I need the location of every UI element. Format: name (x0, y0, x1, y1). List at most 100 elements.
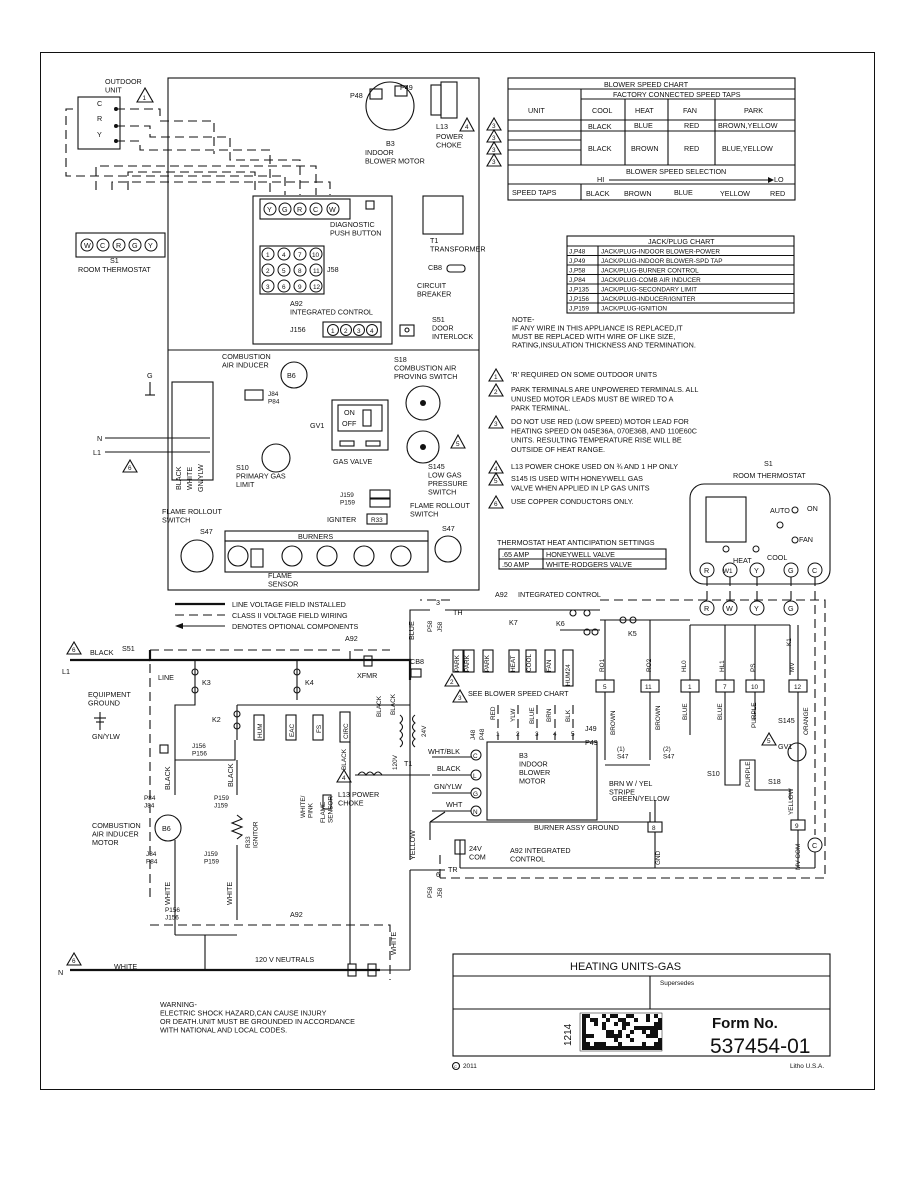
jack-desc: JACK/PLUG-COMB AIR INDUCER (601, 277, 701, 284)
circuit-breaker (446, 264, 466, 273)
svg-text:N: N (97, 434, 102, 443)
diagnostic-push-button[interactable] (365, 200, 375, 210)
svg-text:3: 3 (436, 598, 440, 607)
blower-speed-chart: BLOWER SPEED CHART FACTORY CONNECTED SPE… (486, 77, 796, 201)
svg-text:W: W (84, 241, 91, 250)
svg-text:C: C (100, 241, 105, 250)
svg-text:RO1: RO1 (599, 658, 606, 672)
svg-text:11: 11 (313, 268, 320, 275)
svg-text:A92: A92 (290, 910, 303, 919)
svg-text:BLUE: BLUE (717, 703, 724, 720)
svg-text:'R' REQUIRED ON SOME OUTDOOR U: 'R' REQUIRED ON SOME OUTDOOR UNITS (511, 370, 657, 379)
svg-text:FACTORY CONNECTED SPEED TAPS: FACTORY CONNECTED SPEED TAPS (613, 90, 741, 99)
svg-text:BROWN: BROWN (610, 710, 617, 735)
svg-text:BROWN: BROWN (631, 144, 659, 153)
motor-speed-leads: RED YLW BLUE BRN BLK 1 2 3 4 5 J49 P49 J… (470, 705, 598, 747)
svg-text:3: 3 (492, 123, 496, 130)
svg-text:COOL: COOL (592, 106, 612, 115)
svg-text:GAS VALVE: GAS VALVE (333, 457, 372, 466)
svg-text:BURNER ASSY GROUND: BURNER ASSY GROUND (534, 823, 619, 832)
svg-text:J58: J58 (437, 887, 444, 898)
jack-id: J,P84 (569, 277, 586, 284)
svg-text:BLUE,YELLOW: BLUE,YELLOW (722, 144, 773, 153)
svg-text:1: 1 (143, 95, 147, 102)
svg-text:HEAT: HEAT (635, 106, 654, 115)
svg-text:BLUE: BLUE (674, 188, 693, 197)
svg-text:BLUE: BLUE (529, 707, 536, 724)
svg-text:YLW: YLW (510, 708, 517, 722)
svg-text:L1: L1 (62, 667, 70, 676)
svg-text:RED: RED (770, 189, 785, 198)
heat-anticipation-table: THERMOSTAT HEAT ANTICIPATION SETTINGS .6… (497, 538, 667, 570)
svg-text:GN/YLW: GN/YLW (196, 464, 205, 492)
svg-text:K5: K5 (628, 629, 637, 638)
jack-desc: JACK/PLUG-INDOOR BLOWER-POWER (601, 249, 720, 256)
svg-text:MV COM: MV COM (795, 844, 802, 870)
svg-text:BLACK: BLACK (226, 763, 235, 787)
svg-text:6: 6 (282, 284, 286, 291)
svg-text:INTEGRATED CONTROL: INTEGRATED CONTROL (518, 590, 601, 599)
svg-text:K2: K2 (212, 715, 221, 724)
svg-text:6: 6 (72, 647, 76, 654)
svg-text:1: 1 (496, 731, 500, 738)
jack-desc: JACK/PLUG-INDUCER/IGNITER (601, 296, 696, 303)
svg-text:W: W (329, 205, 336, 214)
svg-text:HI: HI (597, 175, 604, 184)
svg-text:8: 8 (298, 268, 302, 275)
svg-text:W1: W1 (723, 568, 733, 575)
svg-text:BLACK: BLACK (586, 189, 610, 198)
footnote-1: 1'R' REQUIRED ON SOME OUTDOOR UNITS (488, 367, 657, 382)
svg-text:BURNERS: BURNERS (298, 532, 333, 541)
svg-text:BLACK: BLACK (588, 122, 612, 131)
svg-text:PARK: PARK (454, 654, 461, 672)
jack-id: J,P159 (569, 306, 589, 313)
svg-text:5: 5 (456, 441, 460, 448)
svg-text:HEAT: HEAT (733, 556, 752, 565)
svg-text:1: 1 (331, 328, 335, 335)
svg-text:S18: S18 (768, 777, 781, 786)
svg-text:LINE VOLTAGE FIELD INSTALLED: LINE VOLTAGE FIELD INSTALLED (232, 600, 346, 609)
svg-text:BLUE: BLUE (682, 703, 689, 720)
svg-text:PARK: PARK (744, 106, 763, 115)
svg-text:GV1: GV1 (778, 742, 792, 751)
svg-text:6: 6 (72, 958, 76, 965)
copyright-symbol (451, 1061, 461, 1071)
svg-text:A92: A92 (495, 590, 508, 599)
svg-text:HUM24: HUM24 (565, 664, 572, 686)
svg-text:N: N (58, 968, 63, 977)
svg-text:DO NOT USE RED (LOW SPEED) MOT: DO NOT USE RED (LOW SPEED) MOTOR LEAD FO… (511, 417, 697, 454)
svg-text:K7: K7 (509, 618, 518, 627)
svg-text:9: 9 (795, 823, 799, 830)
svg-text:S1: S1 (764, 459, 773, 468)
svg-text:2: 2 (344, 328, 348, 335)
svg-text:ON: ON (344, 408, 355, 417)
svg-text:BROWN: BROWN (624, 189, 652, 198)
svg-text:BLK: BLK (565, 709, 572, 722)
svg-text:MV: MV (789, 662, 796, 672)
svg-text:3: 3 (535, 731, 539, 738)
svg-text:S145: S145 (778, 716, 795, 725)
svg-text:COOL: COOL (767, 553, 787, 562)
svg-text:2: 2 (516, 731, 520, 738)
svg-text:J48: J48 (470, 729, 477, 740)
svg-text:Y: Y (754, 604, 759, 613)
svg-text:WHITE: WHITE (389, 932, 398, 955)
svg-text:PARK TERMINALS ARE UNPOWERED T: PARK TERMINALS ARE UNPOWERED TERMINALS. … (511, 385, 698, 413)
svg-text:Y: Y (754, 566, 759, 575)
svg-text:P58: P58 (427, 886, 434, 898)
svg-text:RED: RED (684, 121, 699, 130)
svg-text:L: L (473, 773, 477, 780)
svg-text:(1)S47: (1)S47 (617, 746, 629, 761)
